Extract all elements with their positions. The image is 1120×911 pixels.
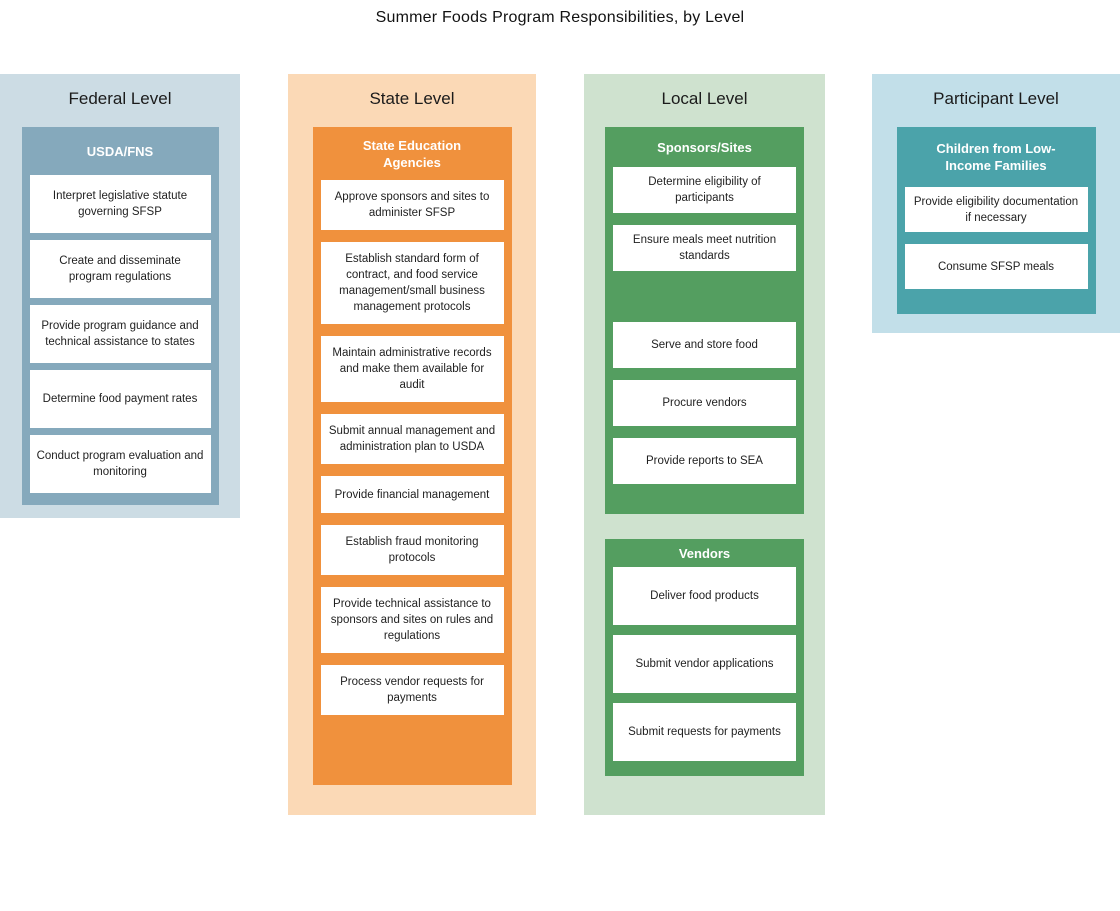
responsibility-item: Establish standard form of contract, and… (320, 242, 504, 324)
responsibility-item: Ensure meals meet nutrition standards (613, 225, 796, 271)
responsibility-item: Deliver food products (613, 567, 796, 625)
panel-header-vendors: Vendors (678, 545, 731, 561)
responsibility-item: Consume SFSP meals (904, 244, 1088, 289)
responsibility-item: Process vendor requests for payments (320, 665, 504, 715)
column-title-federal: Federal Level (68, 89, 172, 108)
responsibility-item: Maintain administrative records and make… (320, 336, 504, 402)
responsibility-item: Interpret legislative statute governing … (29, 175, 211, 233)
responsibility-item: Approve sponsors and sites to administer… (320, 180, 504, 230)
responsibility-item: Procure vendors (613, 380, 796, 426)
panel-header-children-low-income: Children from Low-Income Families (936, 141, 1056, 173)
panel-header-usda-fns: USDA/FNS (86, 143, 154, 159)
column-title-participant: Participant Level (933, 89, 1059, 108)
panel-children-low-income: Children from Low-Income Families Provid… (896, 127, 1096, 314)
page-title: Summer Foods Program Responsibilities, b… (375, 9, 745, 26)
column-local-level: Local Level Sponsors/Sites Determine eli… (584, 74, 825, 815)
panel-items-state-education-agencies: Approve sponsors and sites to administer… (313, 180, 512, 715)
column-title-local: Local Level (661, 89, 748, 108)
responsibility-item: Submit annual management and administrat… (320, 414, 504, 464)
panel-usda-fns: USDA/FNS Interpret legislative statute g… (21, 127, 219, 505)
responsibility-item: Determine eligibility of participants (613, 167, 796, 213)
panel-sponsors-sites: Sponsors/Sites Determine eligibility of … (605, 127, 804, 514)
column-federal-level: Federal Level USDA/FNS Interpret legisla… (0, 74, 240, 518)
responsibility-item: Determine food payment rates (29, 370, 211, 428)
responsibility-item: Provide technical assistance to sponsors… (320, 587, 504, 653)
responsibility-item: Provide financial management (320, 476, 504, 513)
responsibility-item: Serve and store food (613, 322, 796, 368)
responsibility-item: Conduct program evaluation and monitorin… (29, 435, 211, 493)
responsibility-item: Provide reports to SEA (613, 438, 796, 484)
column-title-state: State Level (369, 89, 455, 108)
responsibility-item: Create and disseminate program regulatio… (29, 240, 211, 298)
panel-items-children-low-income: Provide eligibility documentation if nec… (897, 187, 1096, 289)
responsibility-item: Establish fraud monitoring protocols (320, 525, 504, 575)
panel-state-education-agencies: State Education Agencies Approve sponsor… (312, 127, 512, 785)
responsibility-item: Provide program guidance and technical a… (29, 305, 211, 363)
column-participant-level: Participant Level Children from Low-Inco… (872, 74, 1120, 333)
panel-header-state-education-agencies: State Education Agencies (362, 137, 462, 170)
responsibility-item: Provide eligibility documentation if nec… (904, 187, 1088, 232)
column-state-level: State Level State Education Agencies App… (288, 74, 536, 815)
panel-items-usda-fns: Interpret legislative statute governing … (22, 175, 219, 493)
responsibility-item: Submit requests for payments (613, 703, 796, 761)
responsibility-item: Submit vendor applications (613, 635, 796, 693)
panel-header-sponsors-sites: Sponsors/Sites (657, 139, 752, 155)
